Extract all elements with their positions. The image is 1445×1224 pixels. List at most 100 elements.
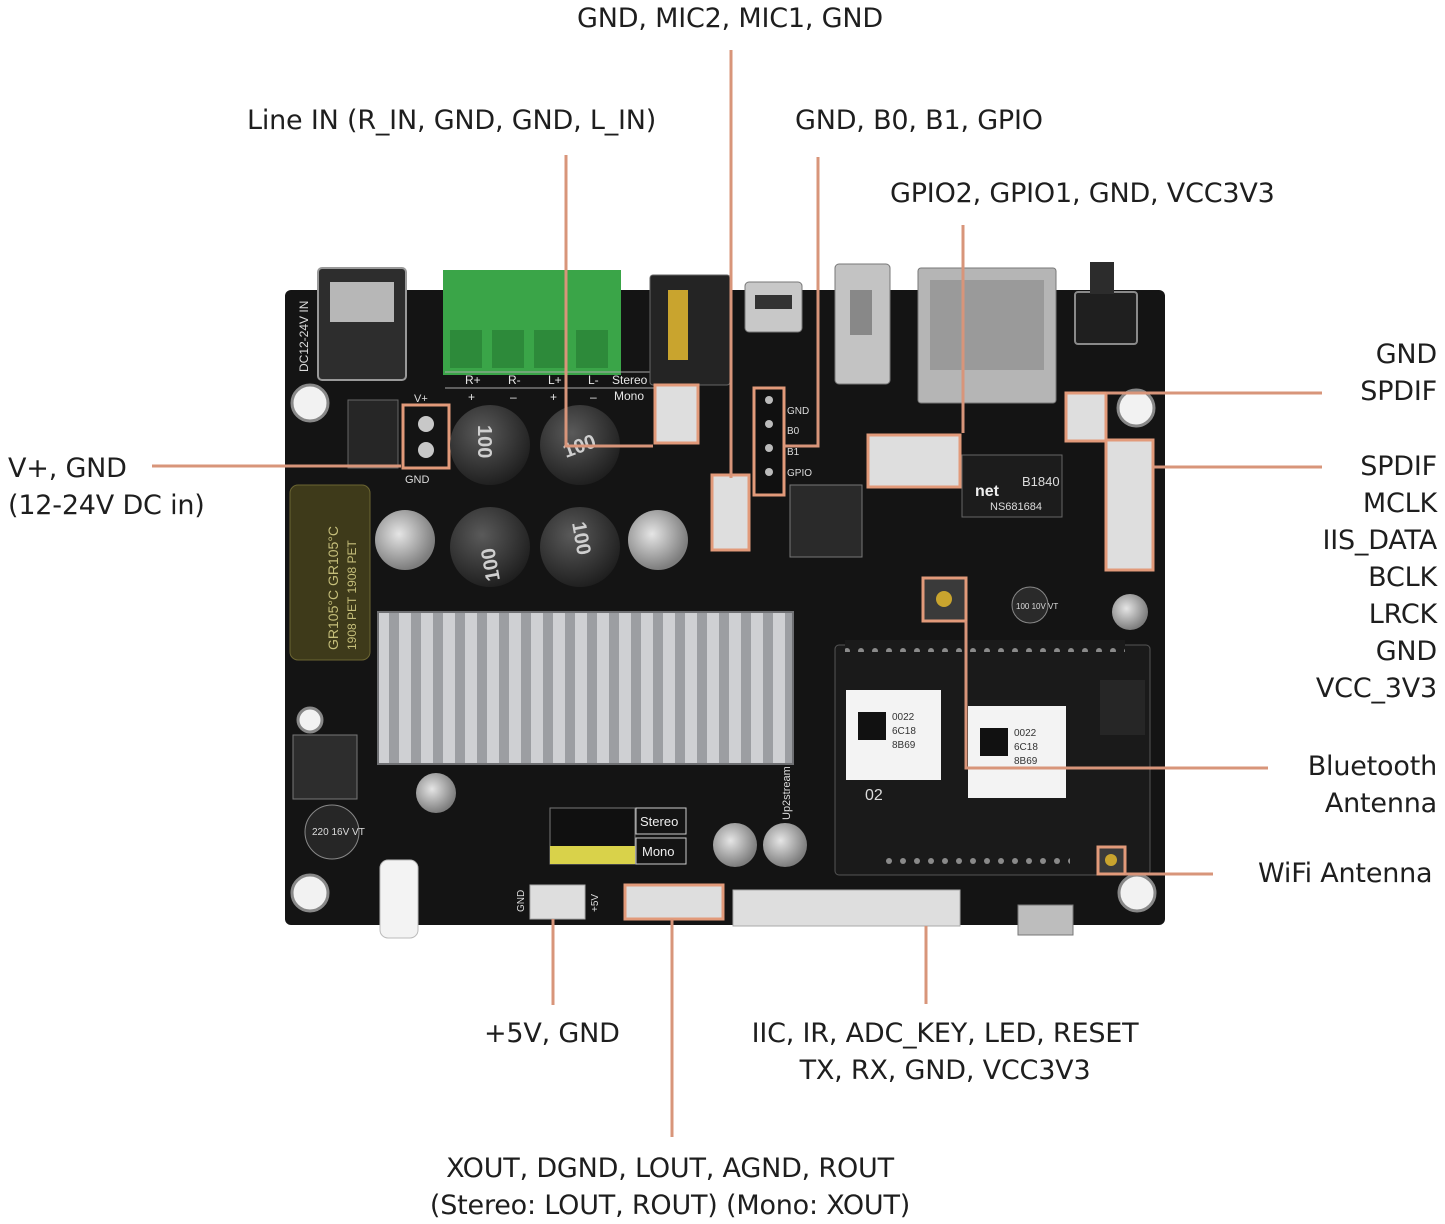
silk-stereo: Stereo xyxy=(640,814,678,829)
i2s-header xyxy=(1104,438,1155,572)
label-gpio-b: GND, B0, B1, GPIO xyxy=(795,105,1043,136)
bulk-cap-text-b: 1908 PET 1908 PET xyxy=(345,539,359,650)
eth-part-label: NS681684 xyxy=(990,501,1042,513)
eth-chip-label: B1840 xyxy=(1022,474,1060,489)
silk-mono: Mono xyxy=(642,844,675,859)
label-bt-antenna-1: Bluetooth xyxy=(1307,751,1437,782)
audio-out-header xyxy=(623,883,725,921)
label-mic: GND, MIC2, MIC1, GND xyxy=(577,3,883,34)
silk-b1: B1 xyxy=(787,447,800,458)
silk-gnd: GND xyxy=(405,474,430,486)
gpio-b-header xyxy=(752,386,786,497)
cap-left xyxy=(375,510,435,570)
mic-jst-header xyxy=(710,473,751,552)
label-bt-antenna-2: Antenna xyxy=(1324,788,1437,819)
reset-button xyxy=(1074,291,1138,345)
qr2-line-1: 0022 xyxy=(1014,728,1037,739)
label-audio-out: XOUT, DGND, LOUT, AGND, ROUT (Stereo: LO… xyxy=(370,1150,970,1224)
label-i2s: SPDIF MCLK IIS_DATA BCLK LRCK GND VCC_3V… xyxy=(1316,448,1437,707)
qr1-line-1: 0022 xyxy=(892,712,915,723)
inductors xyxy=(450,405,620,587)
silk-gnd-pin: GND xyxy=(787,406,809,417)
cap-small-c xyxy=(763,823,807,867)
leader-line-in xyxy=(564,155,653,448)
label-power-in-pins: V+, GND xyxy=(8,453,127,484)
eth-brand-label: net xyxy=(975,483,1000,500)
five-v-header xyxy=(529,884,586,920)
label-power-in-range: (12-24V DC in) xyxy=(8,490,205,521)
bulk-cap-text-a: GR105°C GR105°C xyxy=(325,526,341,650)
cap-small-d xyxy=(1112,594,1148,630)
label-i2s-mclk: MCLK xyxy=(1362,488,1437,519)
label-gpio-vcc: GPIO2, GPIO1, GND, VCC3V3 xyxy=(890,178,1275,209)
power-inductor-smd xyxy=(292,734,358,800)
terminal-sign-2: – xyxy=(510,390,517,404)
silk-left-gnd: GND xyxy=(516,890,527,912)
leader-lines xyxy=(152,50,1322,1137)
silk-board-name: Up2stream xyxy=(781,766,793,820)
power-header xyxy=(401,403,451,470)
cap-220uf xyxy=(304,804,360,860)
label-audio-out-2: (Stereo: LOUT, ROUT) (Mono: XOUT) xyxy=(429,1190,911,1221)
heatsink xyxy=(378,612,793,764)
cap-220-text: 220 16V VT xyxy=(312,827,365,838)
silk-b0: B0 xyxy=(787,426,800,437)
label-i2s-gnd: GND xyxy=(1375,636,1438,667)
label-bt-antenna: Bluetooth Antenna xyxy=(1308,748,1437,822)
eth-transformer xyxy=(961,454,1063,518)
terminal-sign-1: + xyxy=(468,390,475,404)
mounting-holes xyxy=(290,383,1157,913)
bulk-capacitor xyxy=(289,484,371,661)
module-id: 02 xyxy=(865,787,883,804)
cap-right xyxy=(628,510,688,570)
terminal-pin-r-minus: R- xyxy=(508,373,521,387)
qr2-line-2: 6C18 xyxy=(1014,742,1038,753)
label-spdif-short-gnd: GND xyxy=(1375,339,1438,370)
label-audio-out-1: XOUT, DGND, LOUT, AGND, ROUT xyxy=(446,1153,894,1184)
label-i2s-vcc: VCC_3V3 xyxy=(1315,673,1437,704)
label-i2s-spdif: SPDIF xyxy=(1360,451,1437,482)
cap-small-a xyxy=(416,773,456,813)
cap-small-b xyxy=(713,823,757,867)
terminal-pin-l-minus: L- xyxy=(588,373,599,387)
spdif-header xyxy=(1064,391,1108,443)
leader-bt-antenna xyxy=(964,621,1268,770)
label-spdif-short: GND SPDIF xyxy=(1360,336,1437,410)
audio-jack xyxy=(649,274,731,386)
label-line-in: Line IN (R_IN, GND, GND, L_IN) xyxy=(247,105,657,136)
qr1-line-3: 8B69 xyxy=(892,740,916,751)
control-header xyxy=(732,889,961,927)
label-control-1: IIC, IR, ADC_KEY, LED, RESET xyxy=(751,1018,1139,1049)
side-switch xyxy=(1017,904,1074,936)
label-i2s-lrck: LRCK xyxy=(1368,599,1437,630)
terminal-sign-3: + xyxy=(550,390,557,404)
silk-mono-top: Mono xyxy=(614,389,644,403)
gpio-vcc-header xyxy=(866,433,962,489)
cap-100uf xyxy=(1011,586,1049,624)
label-control-2: TX, RX, GND, VCC3V3 xyxy=(799,1055,1091,1086)
label-i2s-data: IIS_DATA xyxy=(1322,525,1437,556)
dc-silkscreen: DC12-24V IN xyxy=(297,301,311,372)
label-wifi-antenna: WiFi Antenna xyxy=(1258,858,1433,889)
ir-led xyxy=(379,859,419,939)
dsp-chip xyxy=(789,484,863,558)
terminal-pin-l-plus: L+ xyxy=(548,373,562,387)
label-control: IIC, IR, ADC_KEY, LED, RESET TX, RX, GND… xyxy=(700,1015,1190,1089)
silk-stereo-top: Stereo xyxy=(612,373,648,387)
label-spdif-short-spdif: SPDIF xyxy=(1360,376,1437,407)
cap-100-text: 100 10V VT xyxy=(1016,602,1058,611)
inductor-label-1: 100 xyxy=(473,425,495,458)
silk-gpio: GPIO xyxy=(787,468,812,479)
label-five-v: +5V, GND xyxy=(484,1018,620,1049)
silk-right-5v: +5V xyxy=(590,894,601,912)
qr2-line-3: 8B69 xyxy=(1014,756,1038,767)
leader-gpio-b xyxy=(784,157,820,448)
label-i2s-bclk: BCLK xyxy=(1368,562,1437,593)
qr1-line-2: 6C18 xyxy=(892,726,916,737)
silk-vplus: V+ xyxy=(414,393,428,405)
label-power-in: V+, GND (12-24V DC in) xyxy=(8,450,205,524)
mic-header xyxy=(653,383,700,445)
terminal-pin-r-plus: R+ xyxy=(465,373,481,387)
terminal-sign-4: – xyxy=(590,390,597,404)
